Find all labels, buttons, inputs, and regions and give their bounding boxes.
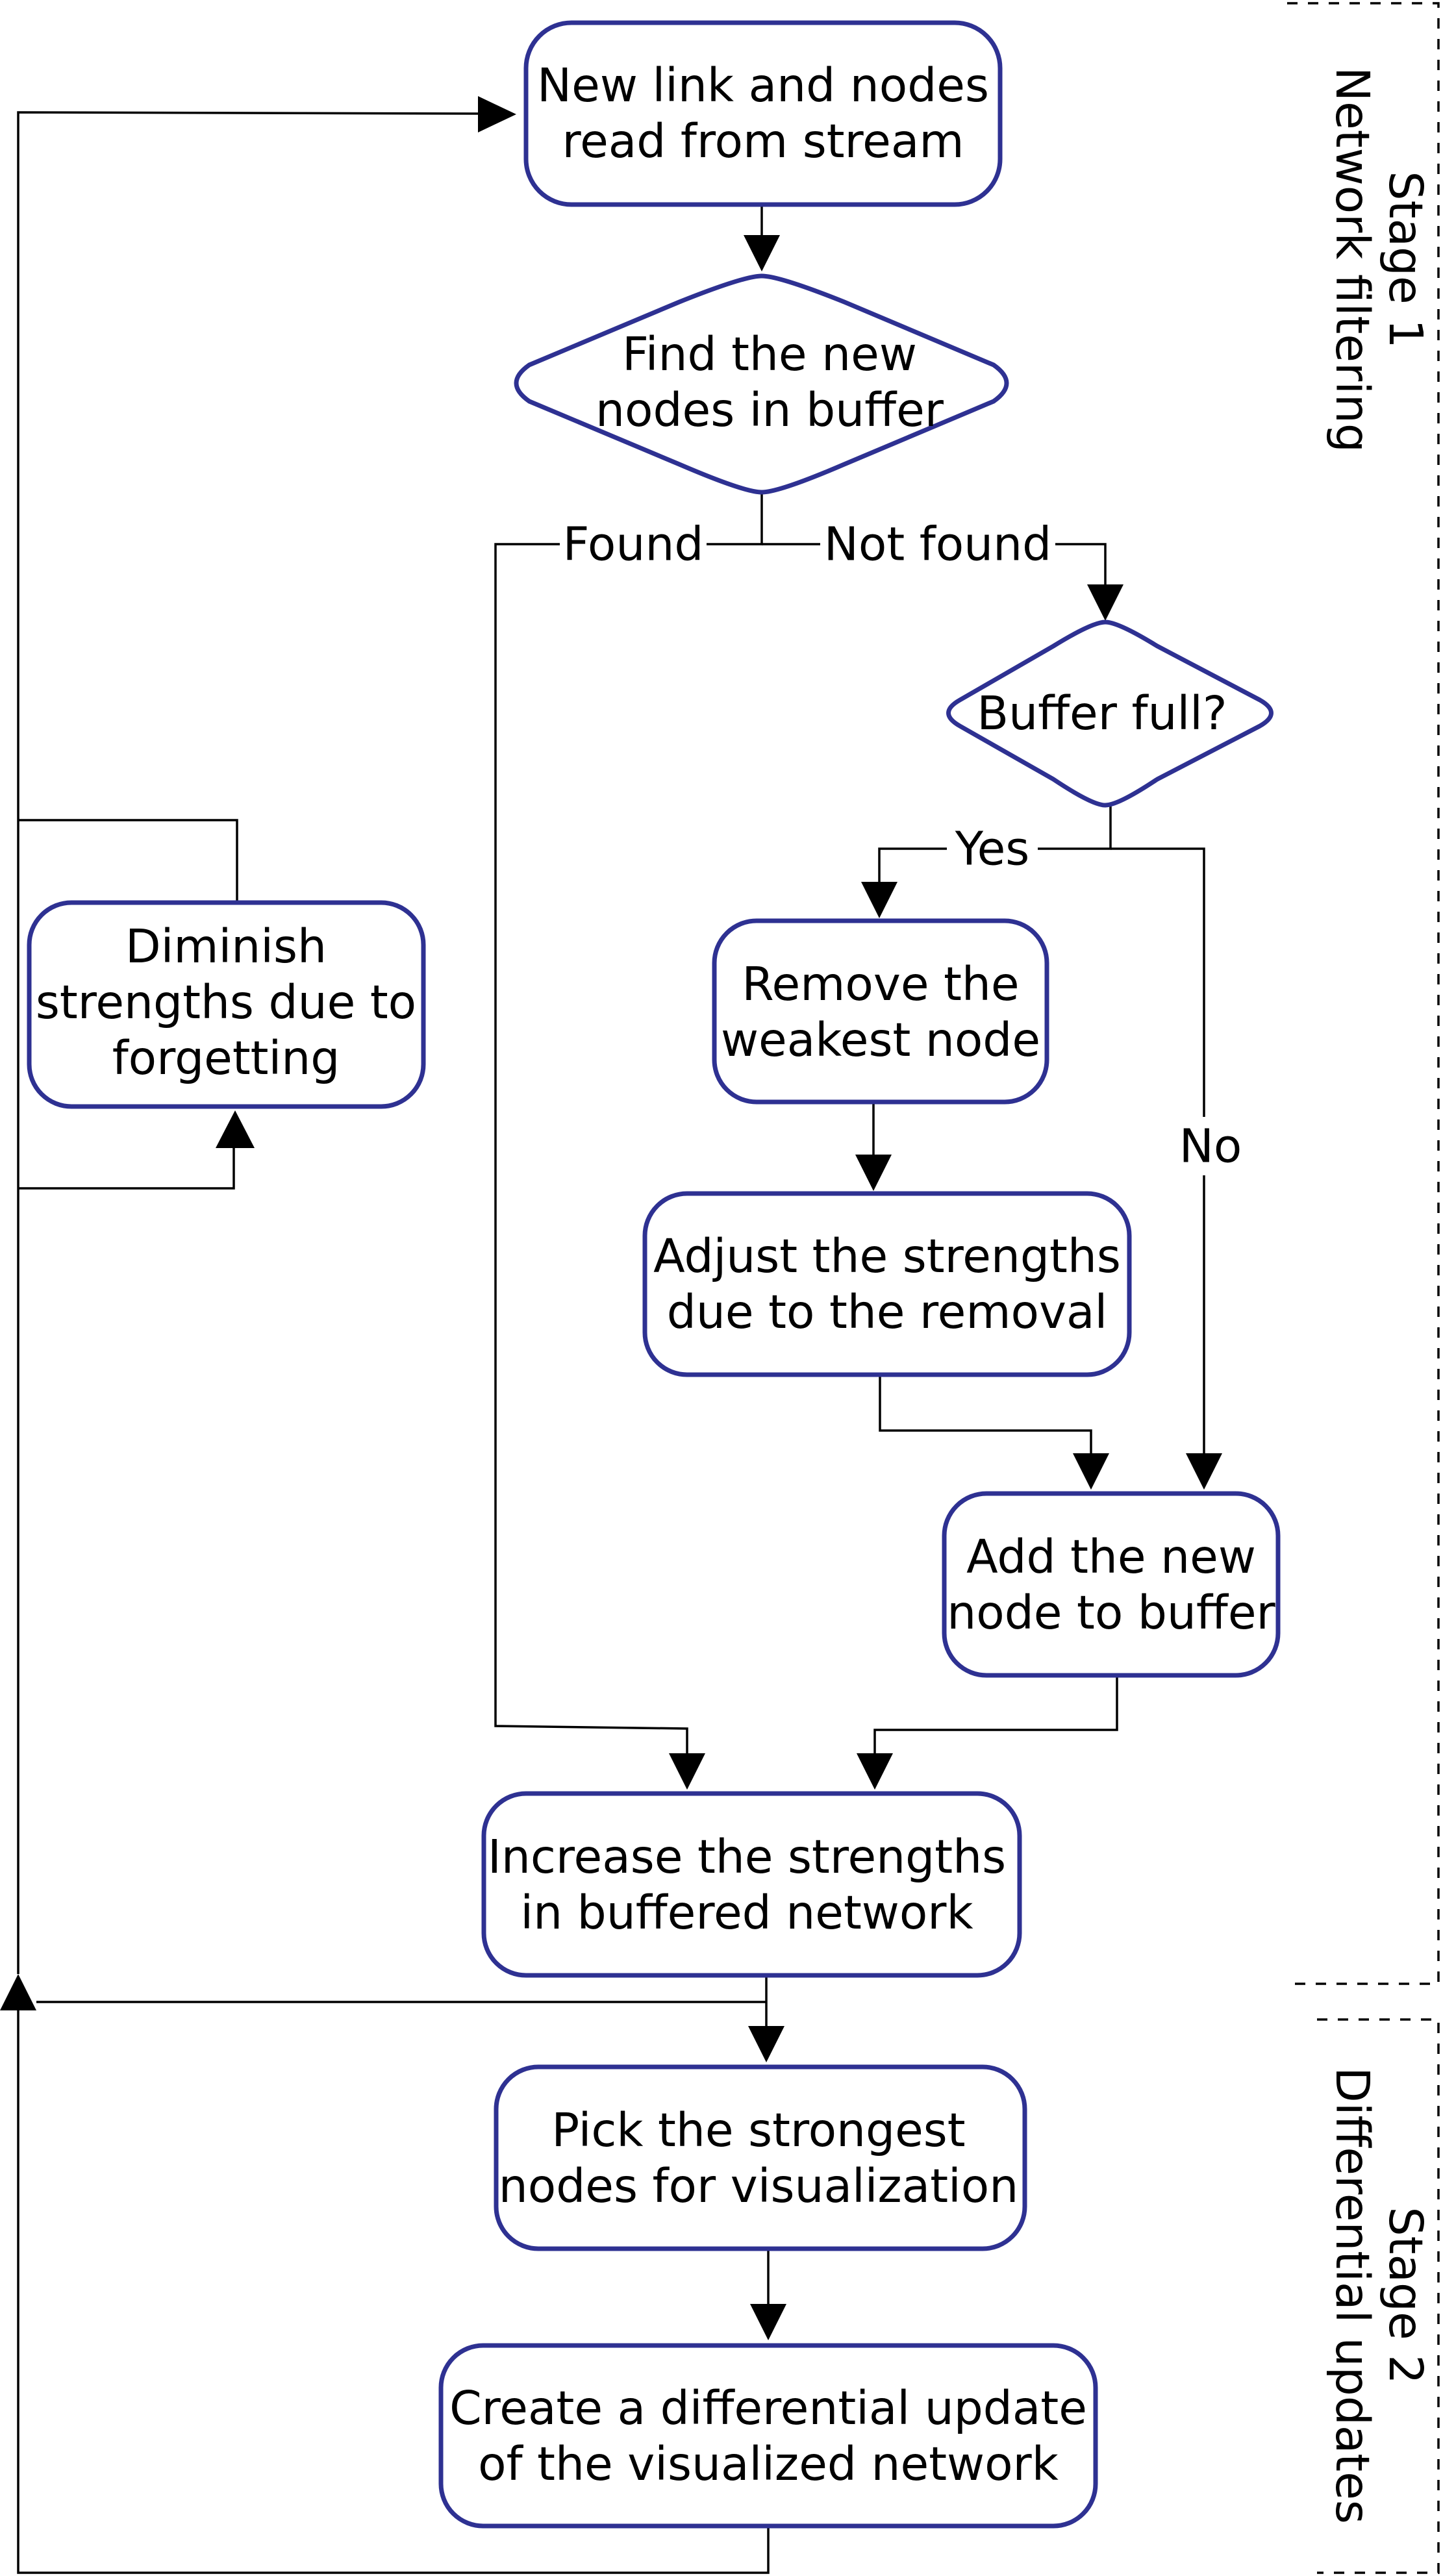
edge-label-not-found: Not found [824,518,1051,571]
arrowhead [669,1753,705,1790]
edge-main-loop [17,111,479,1974]
edge-label-found: Found [563,518,704,571]
node-pick-strongest: Pick the strongest nodes for visualizati… [494,2064,1027,2251]
node-differential-update-line2: of the visualized network [478,2437,1059,2491]
arrowhead [478,96,516,132]
stage2-title: Stage 2 [1379,2207,1433,2384]
arrowhead [857,1753,893,1790]
node-add-node: Add the new node to buffer [942,1491,1281,1678]
node-pick-strongest-line2: nodes for visualization [499,2159,1018,2213]
edge-add-to-increase [873,1675,1118,1753]
node-remove-weakest: Remove the weakest node [712,918,1049,1105]
node-read-stream-line2: read from stream [562,114,964,168]
node-buffer-full: Buffer full? [946,619,1274,808]
node-buffer-full-line1: Buffer full? [977,686,1227,740]
stage2-border [1317,2018,1440,2574]
node-increase-strengths: Increase the strengths in buffered netwo… [481,1791,1022,1978]
edge-differential-loop [17,2010,770,2574]
stage1-subtitle: Network filtering [1325,67,1379,453]
node-diminish-line1: Diminish [125,919,327,973]
node-remove-weakest-line2: weakest node [721,1013,1040,1067]
edge-adjust-to-add [879,1375,1092,1453]
arrowhead [744,235,780,271]
node-read-stream: New link and nodes read from stream [523,20,1003,207]
stage1-title: Stage 1 [1379,171,1433,349]
node-add-node-line1: Add the new [966,1530,1256,1584]
node-find-in-buffer-line1: Find the new [622,327,917,381]
arrowhead [748,2026,784,2062]
node-adjust-strengths-line1: Adjust the strengths [653,1229,1121,1283]
stage2-label: Stage 2 Differential updates [1325,2067,1433,2524]
node-find-in-buffer-line2: nodes in buffer [596,383,944,437]
arrowhead [1073,1453,1109,1490]
arrowhead [0,1974,36,2010]
stage1-border [1287,2,1440,1985]
node-differential-update-line1: Create a differential update [449,2381,1087,2435]
node-diminish-line3: forgetting [112,1031,340,1085]
arrowhead [861,882,897,918]
arrowhead [1087,584,1123,621]
node-pick-strongest-line1: Pick the strongest [551,2103,965,2157]
nodes: New link and nodes read from stream Find… [27,20,1281,2529]
node-remove-weakest-line1: Remove the [742,957,1019,1011]
node-diminish-line2: strengths due to [36,975,416,1029]
arrowhead [750,2304,786,2340]
node-find-in-buffer: Find the new nodes in buffer [514,273,1009,495]
arrowhead [216,1110,255,1148]
node-increase-strengths-line1: Increase the strengths [488,1830,1006,1884]
edge-no-branch [1110,847,1205,1453]
node-adjust-strengths: Adjust the strengths due to the removal [642,1191,1132,1377]
edge-diminish-loop-bottom [18,1147,235,1190]
node-increase-strengths-line2: in buffered network [520,1886,973,1940]
stage-borders [1287,2,1440,2574]
edge-label-yes: Yes [955,822,1030,876]
stage2-subtitle: Differential updates [1325,2067,1379,2524]
stage1-label: Stage 1 Network filtering [1325,67,1433,453]
node-read-stream-line1: New link and nodes [537,58,989,112]
node-adjust-strengths-line2: due to the removal [667,1285,1107,1339]
node-diminish: Diminish strengths due to forgetting [27,900,426,1109]
edge-found-branch [494,494,763,1753]
arrowhead [1186,1453,1222,1490]
arrowhead [855,1155,892,1191]
node-add-node-line2: node to buffer [947,1586,1275,1640]
edge-labels: Found Not found Yes No [560,514,1242,1175]
edge-diminish-loop-top [18,819,238,903]
node-differential-update: Create a differential update of the visu… [438,2343,1098,2529]
edge-label-no: No [1179,1119,1242,1173]
